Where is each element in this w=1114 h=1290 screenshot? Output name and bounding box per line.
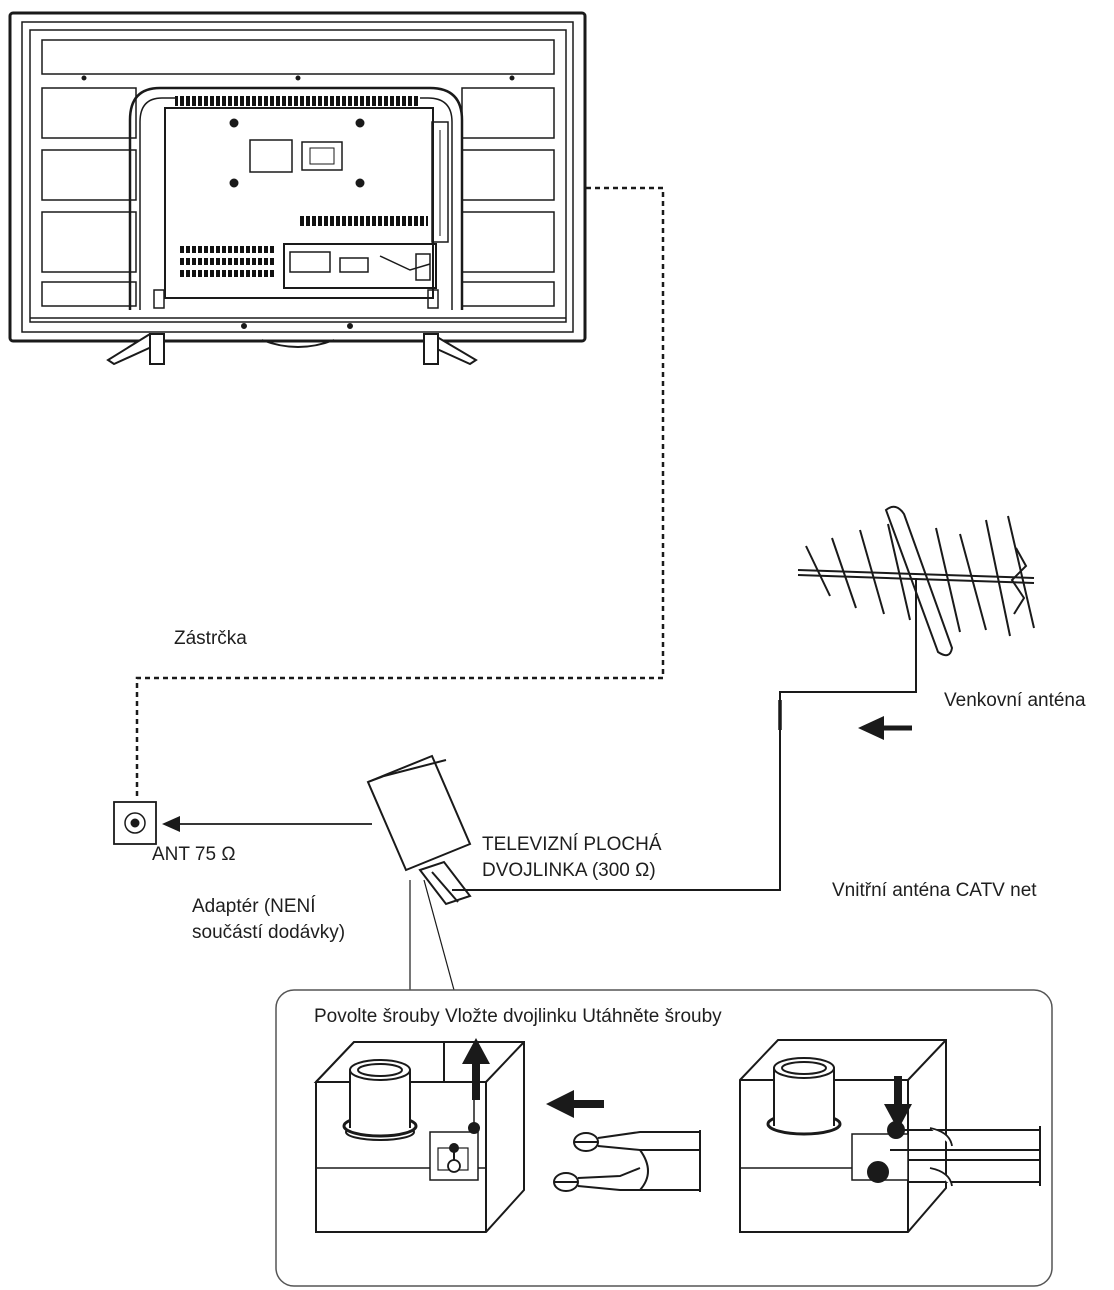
twin-lead-cable (452, 604, 917, 891)
ant-port-label: ANT 75 Ω (152, 844, 236, 865)
twin-lead-label: TELEVIZNÍ PLOCHÁ DVOJLINKA (300 Ω) (482, 834, 662, 881)
twin-lead-terminals (553, 1130, 701, 1192)
tv-back-icon (8, 11, 587, 366)
outdoor-antenna-label: Venkovní anténa (944, 690, 1086, 711)
arrow-left-icon (162, 816, 372, 832)
arrow-left-icon (858, 716, 912, 740)
coax-socket-icon (113, 801, 157, 845)
indoor-antenna-label: Vnitřní anténa CATV net (832, 880, 1037, 901)
balun-adapter-icon (366, 754, 472, 906)
arrow-up-icon (462, 1038, 490, 1100)
arrow-left-icon (546, 1090, 604, 1118)
leader-lines (409, 879, 455, 991)
adapter-label: Adaptér (NENÍ součástí dodávky) (192, 896, 346, 943)
terminal-block-open (313, 1041, 525, 1233)
yagi-antenna-icon (797, 505, 1035, 657)
arrow-down-icon (884, 1076, 912, 1130)
dashed-cable (135, 186, 665, 800)
steps-label: Povolte šrouby Vložte dvojlinku Utáhněte… (314, 1006, 722, 1027)
plug-label: Zástrčka (174, 628, 247, 649)
